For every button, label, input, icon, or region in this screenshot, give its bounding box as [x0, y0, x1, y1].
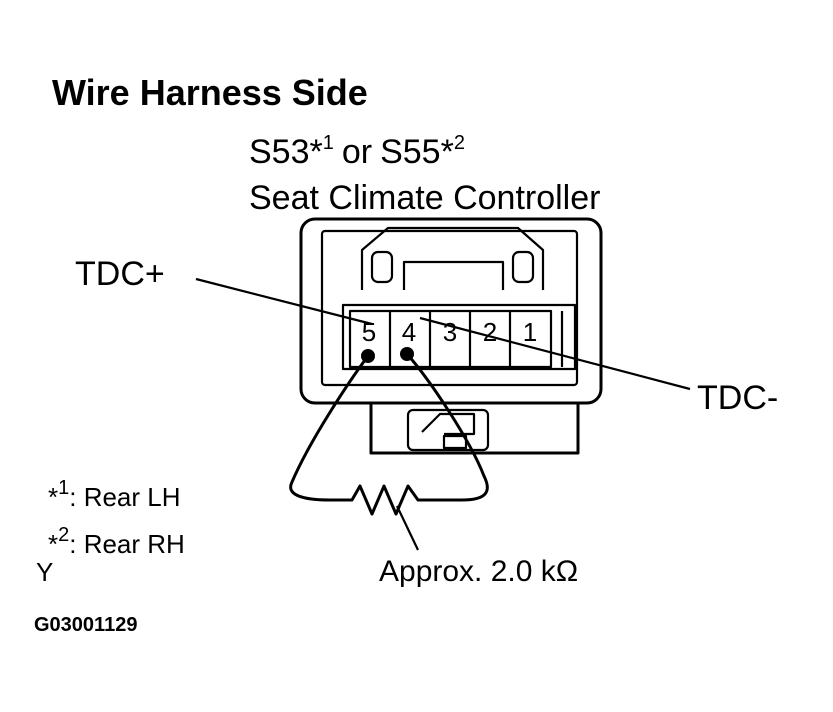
corner-mark: Y	[36, 557, 53, 587]
diagram-heading: Wire Harness Side	[52, 72, 368, 113]
resistance-value: Approx. 2.0 kΩ	[379, 555, 578, 588]
leader-line-tdc-minus	[419, 316, 691, 391]
connector-id-or: or	[342, 133, 372, 171]
connector-id-second: S55	[380, 133, 441, 171]
connector-id-first-sup: 1	[323, 132, 334, 154]
pin-number-2: 2	[483, 317, 497, 347]
leader-line-tdc-plus	[195, 277, 373, 326]
note-rear-lh: *1: Rear LH	[48, 477, 181, 512]
leader-line-resistance	[396, 505, 419, 551]
terminal-label-tdc-plus: TDC+	[75, 255, 165, 293]
pin-number-1: 1	[523, 317, 537, 347]
connector-id-first: S53	[249, 133, 310, 171]
pin-number-5: 5	[362, 317, 376, 347]
figure-code: G03001129	[34, 614, 137, 636]
connector-id-second-mark: *	[441, 133, 454, 171]
connector-name: Seat Climate Controller	[249, 179, 600, 217]
connector-id-second-sup: 2	[454, 132, 465, 154]
pin-number-4: 4	[402, 317, 416, 347]
connector-id-first-mark: *	[310, 133, 323, 171]
note-rear-rh: *2: Rear RH	[48, 524, 185, 559]
test-lead-loop	[289, 352, 489, 516]
terminal-label-tdc-minus: TDC-	[697, 379, 778, 417]
pin-number-3: 3	[443, 317, 457, 347]
connector-housing	[299, 217, 603, 455]
